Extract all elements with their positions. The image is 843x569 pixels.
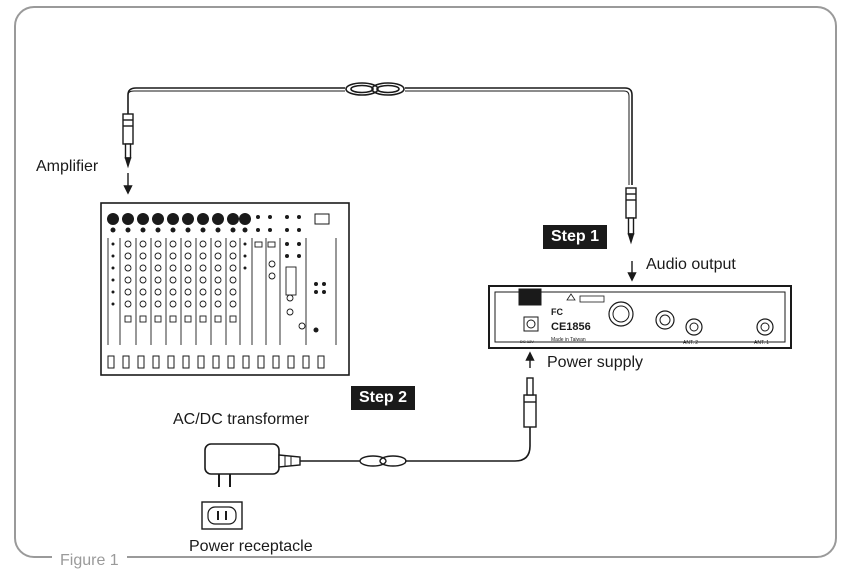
dc-plug [523, 377, 537, 428]
audio-output-label: Audio output [646, 256, 736, 273]
power-supply-label: Power supply [547, 354, 644, 371]
power-cable [300, 425, 531, 462]
ac-dc-transformer [204, 443, 301, 487]
mixer-knob-row [107, 213, 326, 333]
jack-plug-right [625, 187, 637, 245]
jack-plug-left [122, 113, 134, 169]
mixer-dots-left [111, 242, 247, 306]
power-receptacle-label: Power receptacle [189, 538, 313, 555]
cable-coil-bottom [359, 455, 407, 467]
mixer-buttons [124, 241, 297, 323]
dc-input-text: DC 12V [520, 339, 534, 344]
mixer-amplifier [100, 202, 350, 376]
mixer-knobs-small [124, 240, 306, 330]
mixer-faders [107, 355, 325, 369]
antenna-1-label: ANT. 1 [754, 340, 769, 346]
arrow-amplifier [123, 173, 133, 195]
step-1-badge: Step 1 [543, 225, 608, 249]
arrow-power-supply [525, 351, 535, 368]
power-receptacle [201, 501, 243, 530]
receiver-unit [488, 285, 792, 349]
figure-caption: Figure 1 [52, 553, 127, 569]
antenna-2-label: ANT. 2 [683, 340, 698, 346]
ac-dc-transformer-label: AC/DC transformer [173, 411, 310, 428]
cert-mark: CE1856 [551, 321, 591, 333]
receiver-panel-text: FC CE1856 Made in Taiwan DC 12V ANT. 2 A… [520, 307, 769, 346]
audio-cable [127, 87, 633, 185]
amplifier-label: Amplifier [36, 158, 99, 175]
figure-frame [14, 6, 837, 558]
fcc-mark: FC [551, 307, 563, 317]
origin-text: Made in Taiwan [551, 337, 586, 343]
step-2-badge: Step 2 [351, 386, 416, 410]
cable-coil-top [345, 82, 405, 96]
mixer-channel-strips [107, 238, 337, 345]
arrow-audio-output [627, 261, 637, 282]
